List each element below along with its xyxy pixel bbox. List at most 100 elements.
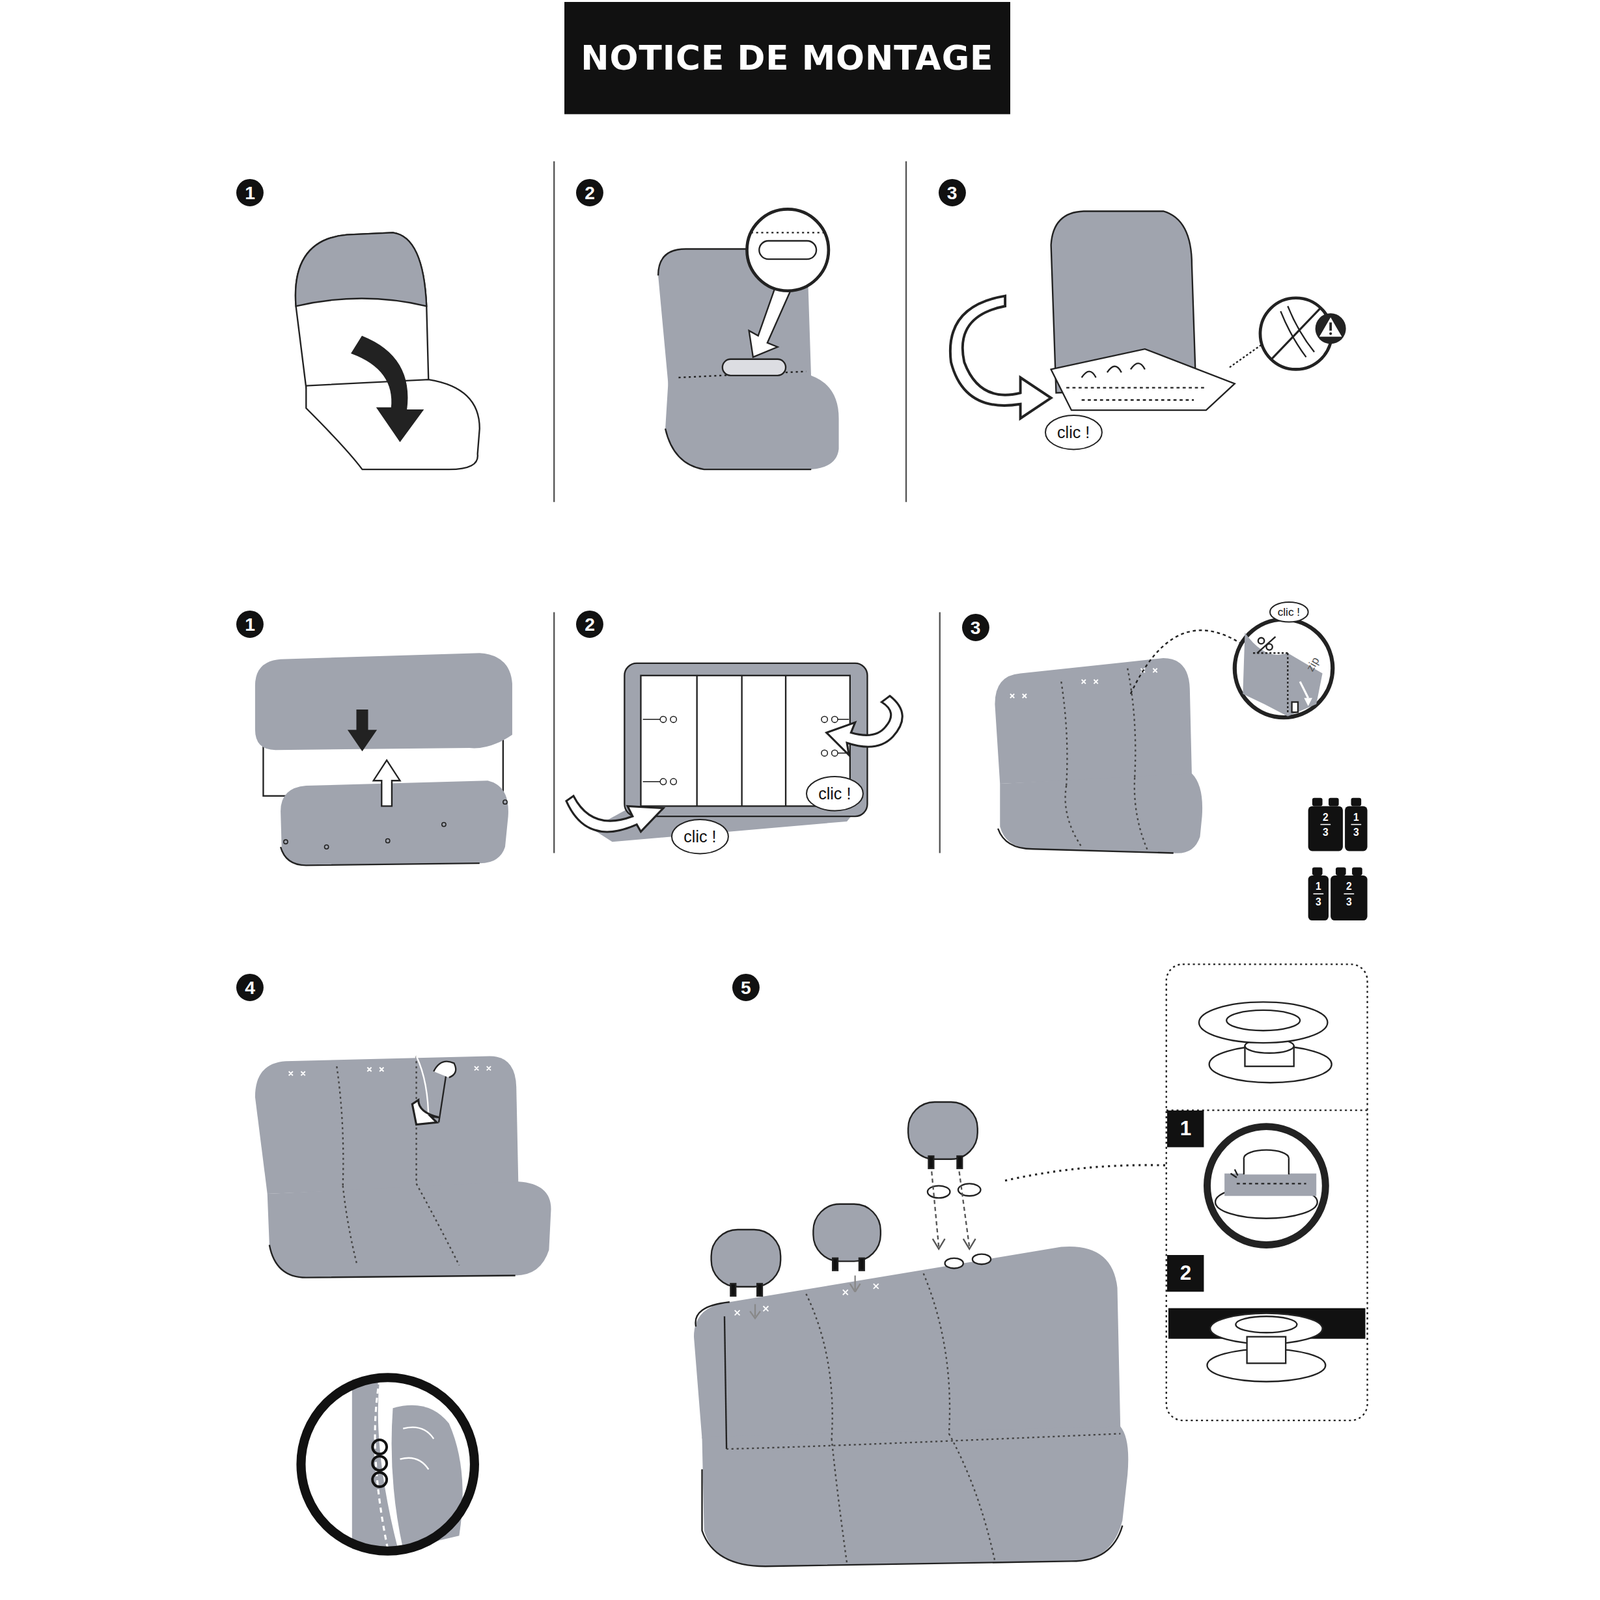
front-seat-figure — [1329, 322, 1332, 331]
rear-bench-back-figure — [831, 749, 838, 756]
rear-bench-back-figure — [566, 796, 664, 832]
rear-bench-figure — [972, 1254, 991, 1265]
rear-bench-figure — [1286, 652, 1289, 715]
detail-inset — [1247, 1337, 1287, 1364]
split-seat-icon — [1330, 875, 1367, 921]
click-bubble: clic ! — [1268, 600, 1310, 623]
rear-bench-figure — [702, 1469, 1123, 1567]
rear-bench-figure — [348, 710, 376, 750]
detail-inset — [1206, 1126, 1326, 1246]
title-band-fill — [564, 1, 1011, 114]
split-seat-icon — [1313, 893, 1325, 895]
rear-bench-figure — [956, 1156, 963, 1169]
rear-bench-figure — [927, 1186, 950, 1199]
rear-bench-figure — [372, 1472, 387, 1487]
rear-bench-back-figure — [785, 675, 787, 807]
number-text: 5 — [740, 977, 752, 998]
split-seat-icon — [1351, 798, 1362, 807]
rear-bench-figure — [749, 1303, 761, 1319]
front-seat-figure — [1229, 344, 1262, 368]
detail-inset — [1243, 1158, 1289, 1175]
rear-bench-figure — [999, 773, 1203, 854]
rear-bench-figure — [702, 1426, 1129, 1567]
front-seat-figure — [352, 336, 423, 441]
front-seat-figure — [722, 359, 786, 376]
step-number-fill — [236, 610, 264, 638]
step-number-fill — [938, 179, 966, 207]
step-number-fill — [962, 613, 990, 642]
rear-bench-back-figure — [670, 778, 677, 785]
step-number-fill — [576, 610, 604, 638]
step-number: 3 — [961, 613, 991, 642]
click-text: clic ! — [818, 785, 851, 804]
split-seat-icon — [1351, 867, 1363, 876]
rear-bench-figure — [813, 1204, 881, 1262]
rear-bench-figure — [730, 1283, 736, 1297]
rear-bench-figure — [1303, 697, 1313, 707]
divider-line — [553, 612, 555, 854]
number-text: 3 — [947, 182, 958, 204]
front-seat-figure — [1319, 317, 1342, 338]
front-seat-figure — [1051, 348, 1235, 411]
step-number: 3 — [937, 178, 967, 207]
title-band: NOTICE DE MONTAGE — [564, 1, 1011, 114]
rear-bench-figure — [994, 619, 1333, 854]
rear-bench-figure — [255, 1055, 552, 1551]
rear-bench-back-figure — [660, 716, 666, 722]
rear-bench-figure — [267, 1181, 552, 1278]
rear-bench-figure — [1130, 630, 1241, 694]
rear-bench-back-figure — [660, 778, 666, 785]
front-seat-figure — [665, 375, 839, 470]
click-bubble: clic ! — [1044, 413, 1104, 451]
fraction-digit: 3 — [1315, 896, 1322, 908]
inset-number-fill — [1167, 1110, 1204, 1147]
rear-bench-figure — [1061, 668, 1148, 852]
step-number: 4 — [235, 973, 265, 1002]
front-seat-figure — [758, 240, 817, 260]
number-text: 1 — [1180, 1117, 1192, 1140]
detail-inset — [1199, 1001, 1328, 1043]
click-bubble: clic ! — [805, 775, 865, 812]
split-seat-icon — [1308, 805, 1343, 851]
inset-number: 2 — [1167, 1255, 1204, 1292]
rear-bench-figure — [724, 1316, 727, 1449]
front-seat-figure — [1066, 387, 1205, 401]
rear-bench-figure — [859, 1258, 865, 1271]
click-bubble-outline — [1045, 415, 1103, 450]
rear-bench-back-figure — [821, 716, 828, 722]
front-seat-figure — [751, 231, 825, 234]
split-seat-icon — [1313, 824, 1362, 895]
front-seat-figure — [665, 428, 812, 470]
rear-bench-back-figure — [643, 781, 661, 783]
click-text: clic ! — [1277, 606, 1300, 619]
rear-bench-figure — [994, 658, 1192, 784]
rear-bench-figure — [412, 1100, 439, 1125]
split-seat-icon — [1312, 798, 1323, 807]
rear-bench-figure — [255, 1055, 519, 1194]
front-seat-figure — [950, 210, 1347, 418]
rear-bench-figure — [280, 846, 480, 866]
click-bubble-outline — [806, 776, 864, 811]
rear-bench-back-figure — [643, 716, 850, 785]
rear-bench-figure — [300, 1377, 474, 1551]
rear-bench-figure — [805, 1273, 995, 1563]
rear-bench-back-figure — [624, 663, 868, 817]
rear-bench-figure — [324, 844, 329, 849]
rear-bench-figure — [372, 1439, 387, 1455]
detail-inset — [1226, 1010, 1300, 1031]
rear-bench-figure — [400, 1427, 435, 1470]
rear-bench-back-figure — [643, 718, 661, 720]
detail-inset — [1224, 1173, 1317, 1196]
rear-bench-figure — [255, 652, 513, 866]
rear-bench-figure — [850, 1275, 861, 1293]
rear-bench-figure — [372, 1456, 387, 1471]
fraction-digit: 3 — [1346, 896, 1352, 908]
rear-bench-figure — [283, 800, 508, 849]
divider-line — [905, 161, 907, 503]
step-number-fill — [236, 973, 264, 1002]
rear-bench-figure — [997, 828, 1174, 854]
detail-inset — [1243, 1158, 1289, 1175]
rear-bench-figure — [1242, 632, 1288, 717]
front-seat-figure — [295, 232, 480, 470]
rear-bench-back-figure — [826, 695, 903, 756]
